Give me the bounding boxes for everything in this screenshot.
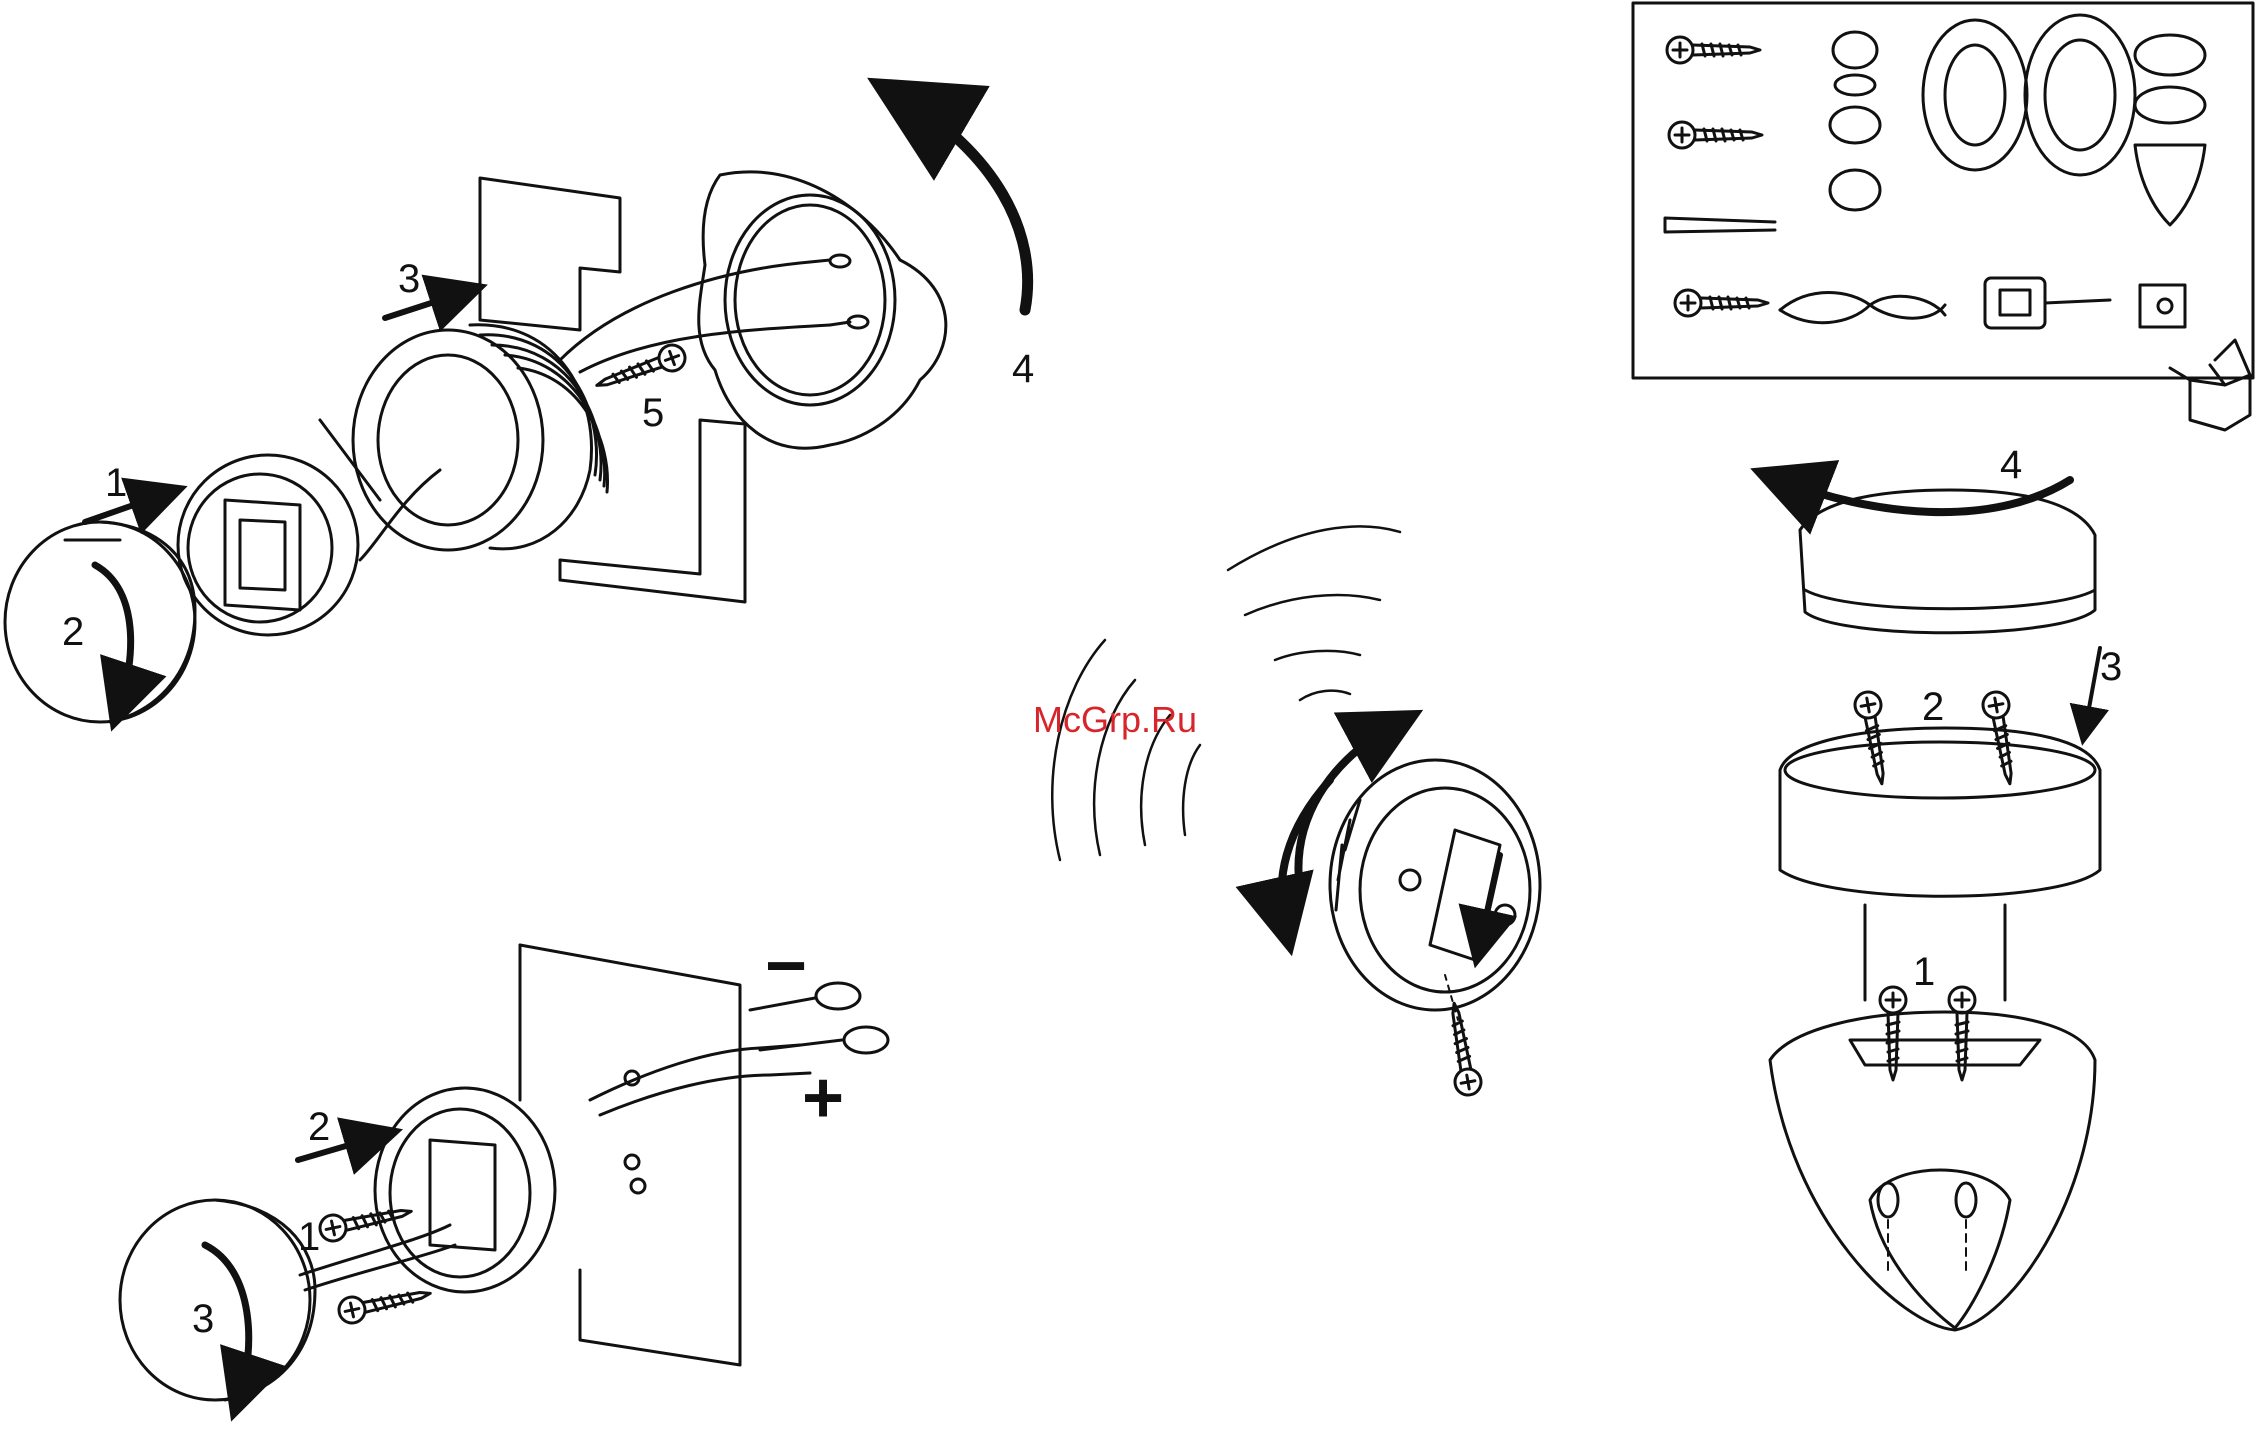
step-label: 5 (642, 391, 664, 435)
package-contents-box (1633, 3, 2253, 430)
clip-icon (2140, 285, 2185, 327)
step-label: 1 (105, 461, 127, 505)
swivel-tweeter (1052, 526, 1540, 1097)
step-labels-surface: 1 2 3 4 5 (62, 257, 1034, 654)
wall-panel-upper (480, 178, 620, 330)
mounting-ring (1780, 728, 2100, 896)
cable-icon (1780, 293, 1945, 323)
arrow-slide (1480, 855, 1500, 945)
surface-mount-assembly (5, 100, 1028, 722)
threaded-cup-rim (353, 330, 543, 550)
crossover-icon (1985, 278, 2110, 328)
step-label: 4 (2000, 443, 2022, 487)
step-label: 1 (298, 1215, 320, 1259)
step-labels-pod: 1 2 3 4 (1913, 443, 2122, 994)
speaker-icon (1830, 15, 2205, 225)
arrow-pod-step-4 (1780, 480, 2070, 512)
arrow-rotate-down (1281, 780, 1330, 925)
watermark: McGrp.Ru (1033, 699, 1197, 740)
screw-icon (1667, 37, 1760, 63)
step-label: 2 (1922, 685, 1944, 729)
open-box-icon (2170, 340, 2250, 430)
arrow-pod-step-3 (2085, 648, 2100, 730)
step-label: 2 (62, 610, 84, 654)
screw-icon (1675, 290, 1768, 316)
pod-mount-assembly (1770, 480, 2100, 1330)
arrow-step-3 (385, 292, 465, 318)
positive-polarity-label: + (802, 1058, 844, 1138)
arrow-step-2 (95, 565, 131, 705)
step-label: 3 (398, 257, 420, 301)
flush-cap (120, 1200, 310, 1400)
screw-icon (1665, 218, 1775, 232)
step-label: 2 (308, 1105, 330, 1149)
wall-panel-lower (560, 420, 745, 602)
step-label: 1 (1913, 950, 1935, 994)
step-label: 3 (2100, 645, 2122, 689)
step-label: 4 (1012, 347, 1034, 391)
screw-icon (1669, 122, 1762, 148)
step-label: 3 (192, 1297, 214, 1341)
negative-polarity-label: − (765, 926, 807, 1006)
flush-mount-assembly (120, 945, 888, 1400)
arrow-step-4 (905, 100, 1028, 310)
tweeter-cap (5, 522, 195, 722)
